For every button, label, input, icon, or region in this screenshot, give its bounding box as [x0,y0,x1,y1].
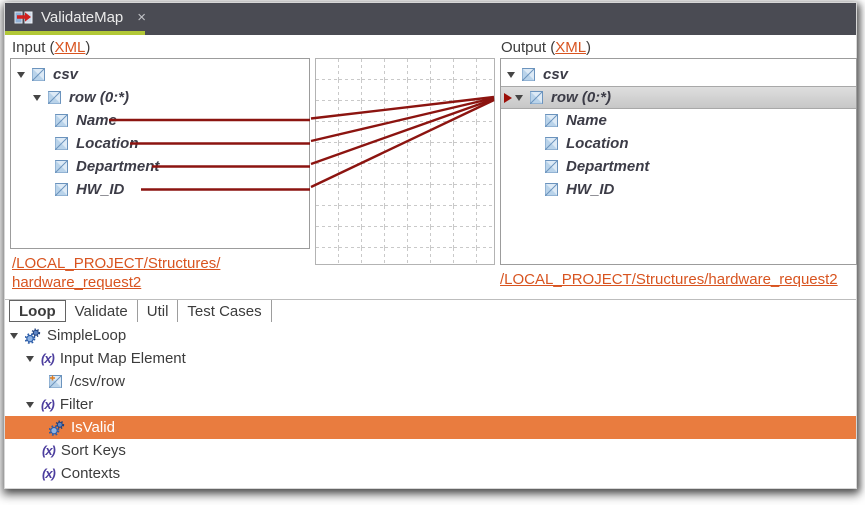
output-panel-header: Output (XML) [501,39,592,56]
mapper-icon [14,11,33,24]
xpath-fx-icon: (x) [42,466,56,481]
input-tree-item-name[interactable]: Name [11,109,309,132]
gears-icon [49,419,65,436]
loop-tree-item-contexts[interactable]: (x) Contexts [42,465,121,482]
output-xml-link[interactable]: XML [555,39,587,56]
loop-tree-item-csv-row[interactable]: /csv/row [5,370,856,393]
mapper-canvas: Input (XML) Output (XML) csv row (0:*) [5,35,857,299]
editor-tab-validatemap[interactable]: ValidateMap × [5,3,156,31]
xml-element-icon [55,160,68,173]
xml-element-icon [545,160,558,173]
xml-element-icon [530,91,543,104]
loop-tree-item-isvalid[interactable]: IsValid [5,416,856,439]
output-tree-item-csv[interactable]: csv [501,63,856,86]
xml-element-icon [32,68,45,81]
collapse-icon[interactable] [17,71,25,78]
input-structure-link-wrap: /LOCAL_PROJECT/Structures/hardware_reque… [12,254,282,292]
loop-tree-item-filter[interactable]: (x) Filter [5,393,856,416]
output-structure-link-wrap: /LOCAL_PROJECT/Structures/hardware_reque… [500,271,838,288]
input-tree-item-location[interactable]: Location [11,132,309,155]
input-schema-panel: csv row (0:*) Name [10,58,310,249]
active-tab-underline [5,31,145,35]
tab-loop[interactable]: Loop [9,300,66,322]
xpath-fx-icon: (x) [42,443,56,458]
output-schema-panel: csv row (0:*) Name [500,58,857,265]
collapse-icon[interactable] [10,332,18,339]
xml-element-icon [55,183,68,196]
loop-config-tree: SimpleLoop (x) Input Map Element /csv/ro… [5,322,856,485]
collapse-icon[interactable] [33,94,41,101]
xpath-fx-icon: (x) [41,351,55,366]
collapse-icon[interactable] [515,94,523,101]
xml-element-icon [55,114,68,127]
xml-element-icon [48,91,61,104]
input-tree-item-department[interactable]: Department [11,155,309,178]
mapping-target-arrow-icon [504,92,512,103]
collapse-icon[interactable] [26,401,34,408]
tab-validate[interactable]: Validate [66,300,138,322]
input-panel-header: Input (XML) [12,39,91,56]
mapping-grid[interactable] [315,58,495,265]
xml-element-icon [55,137,68,150]
output-tree-item-name[interactable]: Name [501,109,856,132]
xml-element-icon [545,137,558,150]
grid-pattern [316,59,494,264]
loop-tree-item-simpleloop[interactable]: SimpleLoop [5,324,856,347]
tab-util[interactable]: Util [138,300,179,322]
xml-element-icon [545,114,558,127]
output-structure-link[interactable]: /LOCAL_PROJECT/Structures/hardware_reque… [500,271,838,288]
xml-element-new-icon [49,375,62,388]
editor-tab-bar: ValidateMap × [5,3,856,35]
output-tree-item-row-selected[interactable]: row (0:*) [501,86,856,109]
collapse-icon[interactable] [26,355,34,362]
output-tree-item-hwid[interactable]: HW_ID [501,178,856,201]
gears-icon [25,327,41,344]
input-tree-item-hwid[interactable]: HW_ID [11,178,309,201]
loop-tree-item-input-map-element[interactable]: (x) Input Map Element [5,347,856,370]
input-xml-link[interactable]: XML [54,39,86,56]
collapse-icon[interactable] [507,71,515,78]
input-tree-item-csv[interactable]: csv [11,63,309,86]
editor-tab-title: ValidateMap [41,8,124,26]
tab-test-cases[interactable]: Test Cases [178,300,272,322]
xpath-fx-icon: (x) [41,397,55,412]
xml-element-icon [522,68,535,81]
output-tree-item-department[interactable]: Department [501,155,856,178]
close-icon[interactable]: × [137,8,147,26]
xml-element-icon [545,183,558,196]
output-tree-item-location[interactable]: Location [501,132,856,155]
input-tree-item-row[interactable]: row (0:*) [11,86,309,109]
bottom-tab-bar: Loop Validate Util Test Cases [5,299,856,322]
loop-tree-item-sort-keys[interactable]: (x) Sort Keys [42,442,126,459]
mapper-window: ValidateMap × Input (XML) Output (XML) c… [4,2,857,489]
input-structure-link[interactable]: /LOCAL_PROJECT/Structures/hardware_reque… [12,255,221,291]
